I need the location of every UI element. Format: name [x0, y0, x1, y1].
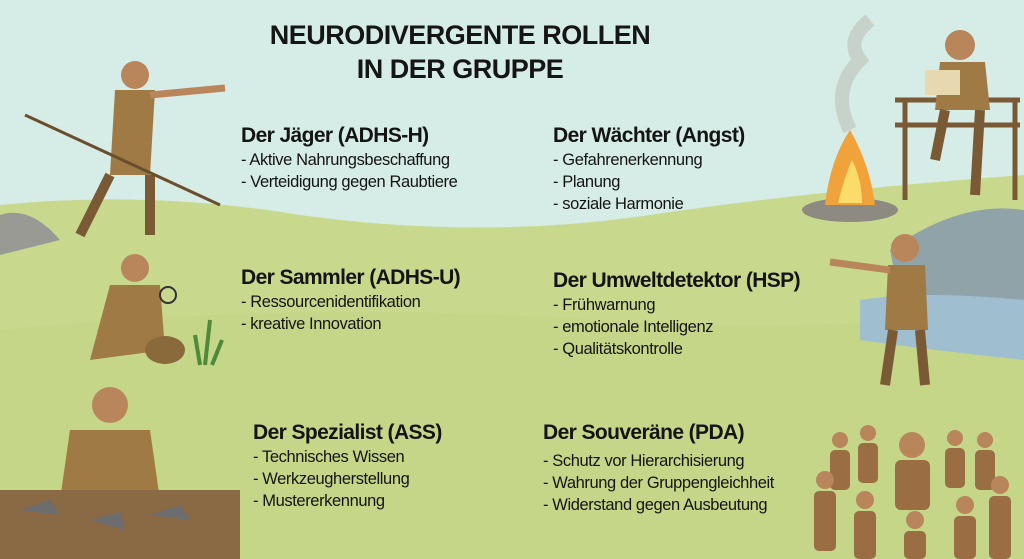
role-item: - kreative Innovation: [241, 315, 382, 333]
role-item: - Widerstand gegen Ausbeutung: [543, 496, 768, 514]
role-heading: Der Sammler (ADHS-U): [241, 266, 461, 289]
hunter-figure: [24, 61, 226, 238]
group-figures: [814, 425, 1011, 559]
role-item: - Schutz vor Hierarchisierung: [543, 452, 745, 470]
role-item: - Frühwarnung: [553, 296, 656, 314]
role-item: - emotionale Intelligenz: [553, 318, 714, 336]
title-line-2: IN DER GRUPPE: [356, 54, 564, 84]
watcher-figure: [925, 30, 990, 196]
role-item: - Ressourcenidentifikation: [241, 293, 421, 311]
role-sovereign: Der Souveräne (PDA) - Schutz vor Hierarc…: [543, 420, 774, 516]
role-heading: Der Jäger (ADHS-H): [241, 124, 429, 147]
role-environment-detector: Der Umweltdetektor (HSP) - Frühwarnung -…: [553, 268, 801, 360]
role-watcher: Der Wächter (Angst) - Gefahrenerkennung …: [553, 123, 745, 215]
role-heading: Der Spezialist (ASS): [253, 421, 442, 444]
role-item: - Technisches Wissen: [253, 448, 405, 466]
role-gatherer: Der Sammler (ADHS-U) - Ressourcenidentif…: [241, 265, 461, 335]
role-item: - soziale Harmonie: [553, 195, 684, 213]
role-heading: Der Wächter (Angst): [553, 124, 745, 147]
role-heading: Der Souveräne (PDA): [543, 421, 745, 444]
role-item: - Planung: [553, 173, 621, 191]
detector-figure: [829, 234, 930, 386]
role-item: - Aktive Nahrungsbeschaffung: [241, 151, 450, 169]
role-item: - Gefahrenerkennung: [553, 151, 703, 169]
role-item: - Wahrung der Gruppengleichheit: [543, 474, 774, 492]
title-line-1: NEURODIVERGENTE ROLLEN: [269, 20, 651, 50]
role-item: - Qualitätskontrolle: [553, 340, 683, 358]
rock: [0, 212, 60, 255]
gatherer-figure: [90, 254, 224, 366]
role-heading: Der Umweltdetektor (HSP): [553, 269, 801, 292]
role-specialist: Der Spezialist (ASS) - Technisches Wisse…: [253, 420, 442, 512]
campfire: [802, 14, 898, 222]
page-title: NEURODIVERGENTE ROLLEN IN DER GRUPPE: [260, 18, 660, 86]
role-hunter: Der Jäger (ADHS-H) - Aktive Nahrungsbesc…: [241, 123, 458, 193]
role-item: - Mustererkennung: [253, 492, 385, 510]
role-item: - Verteidigung gegen Raubtiere: [241, 173, 458, 191]
role-item: - Werkzeugherstellung: [253, 470, 410, 488]
specialist-figure: [0, 387, 240, 559]
